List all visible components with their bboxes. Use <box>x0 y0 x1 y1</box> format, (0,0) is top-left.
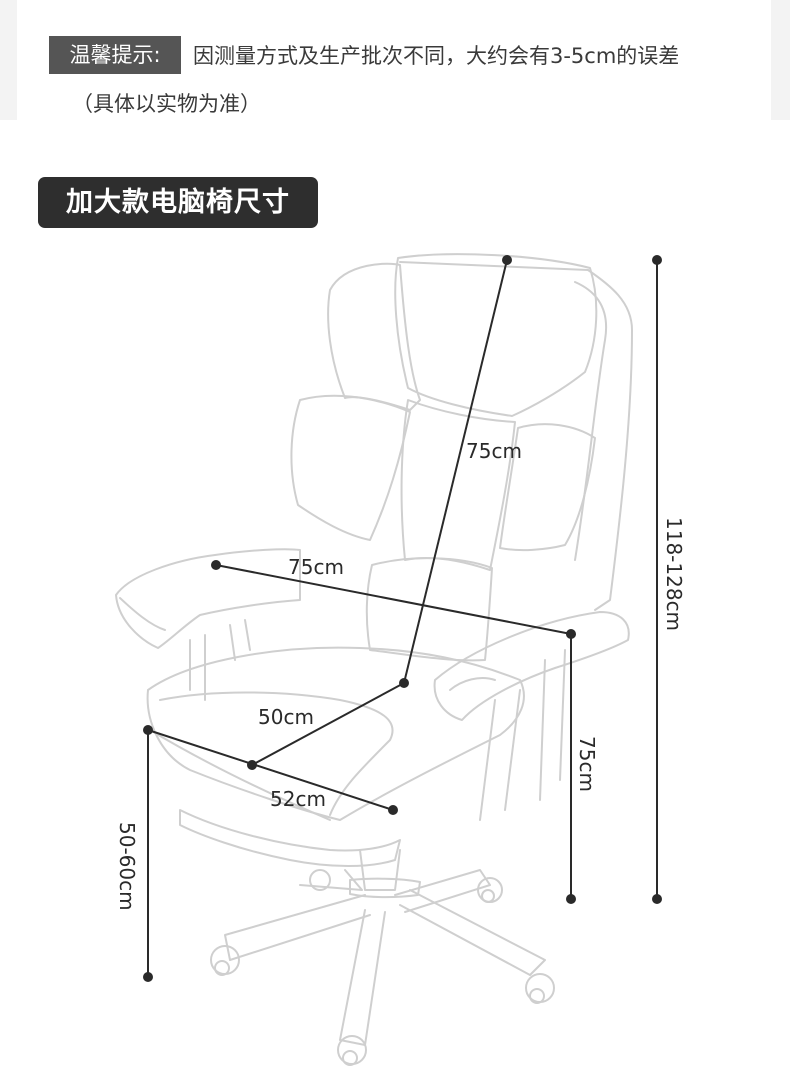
label-backrest-height: 75cm <box>466 439 522 463</box>
label-seat-height: 50-60cm <box>115 822 139 911</box>
dim-line-seat-width <box>147 729 394 811</box>
page-title: 加大款电脑椅尺寸 <box>38 177 318 228</box>
point <box>566 894 576 904</box>
dim-line-backrest <box>403 259 508 684</box>
notice-label: 温馨提示: <box>49 36 181 74</box>
label-total-height: 118-128cm <box>662 517 686 631</box>
chair-illustration <box>115 253 633 1066</box>
label-seat-width: 52cm <box>270 787 326 811</box>
point <box>143 725 153 735</box>
dimension-lines <box>147 259 658 977</box>
point <box>247 760 257 770</box>
point <box>388 805 398 815</box>
point <box>143 972 153 982</box>
point <box>652 255 662 265</box>
point <box>399 678 409 688</box>
dim-line-seat-depth <box>251 682 405 766</box>
point <box>211 560 221 570</box>
label-seat-depth: 50cm <box>258 705 314 729</box>
notice-background <box>0 0 790 120</box>
label-armrest-height: 75cm <box>575 736 599 792</box>
point <box>502 255 512 265</box>
notice-subtext: （具体以实物为准） <box>72 92 261 116</box>
dimension-points <box>143 255 662 982</box>
notice-text: 因测量方式及生产批次不同，大约会有3-5cm的误差 <box>193 44 680 68</box>
point <box>566 629 576 639</box>
label-armrest-width: 75cm <box>288 555 344 579</box>
dim-line-armrest-width <box>215 564 572 635</box>
point <box>652 894 662 904</box>
